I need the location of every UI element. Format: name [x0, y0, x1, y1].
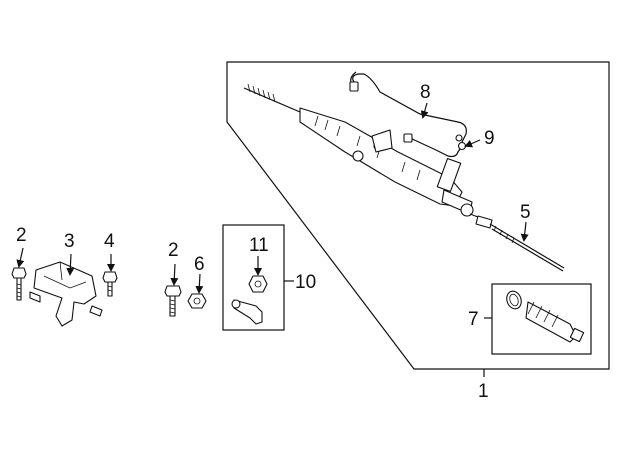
tie-rod-end-nut — [248, 275, 268, 293]
callout-3: 3 — [64, 231, 75, 252]
callout-6: 6 — [194, 254, 205, 275]
callout-5: 5 — [520, 202, 531, 223]
nut — [187, 293, 207, 309]
bolt-left — [11, 267, 27, 301]
assembly-frame — [226, 61, 610, 370]
return-line — [403, 133, 467, 158]
callout-2-center: 2 — [168, 240, 179, 261]
outer-tie-rod — [489, 223, 565, 272]
bolt-center — [164, 285, 182, 317]
boot-kit-frame — [491, 283, 592, 355]
callout-9: 9 — [484, 128, 495, 149]
boot-kit — [506, 290, 585, 343]
callout-11: 11 — [249, 235, 269, 256]
callout-2-left: 2 — [16, 225, 27, 246]
callout-1: 1 — [478, 381, 489, 402]
steering-rack — [243, 83, 493, 229]
callout-8: 8 — [420, 82, 431, 103]
callout-7: 7 — [468, 309, 479, 330]
bolt-right — [102, 271, 118, 297]
callout-4: 4 — [104, 231, 115, 252]
callout-10: 10 — [295, 272, 316, 293]
mounting-bracket — [29, 261, 103, 327]
tie-rod-end-frame — [222, 224, 285, 331]
pressure-line — [349, 71, 467, 147]
tie-rod-end — [231, 299, 263, 325]
